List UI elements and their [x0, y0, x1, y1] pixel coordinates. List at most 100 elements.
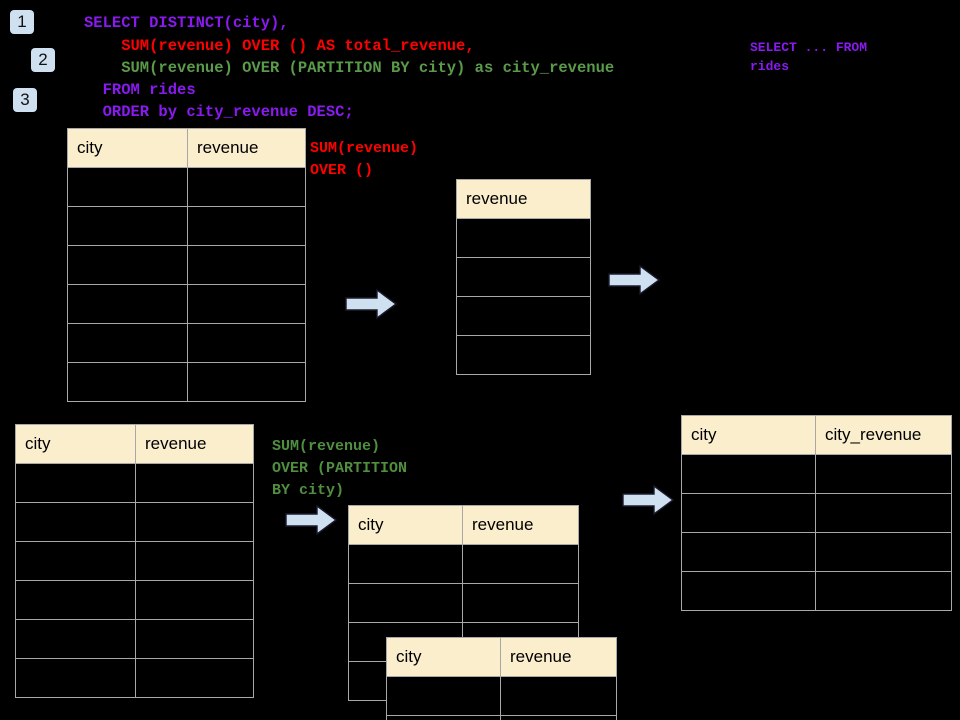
- sql-line-select: SELECT DISTINCT(city),: [84, 14, 289, 32]
- cell-city: [386, 715, 501, 720]
- cell-city: [15, 580, 136, 620]
- cell-city: [15, 658, 136, 698]
- cell-city: [681, 493, 816, 533]
- column-header-revenue: revenue: [135, 424, 254, 464]
- cell-city: [67, 362, 188, 402]
- cell-city: [348, 583, 463, 623]
- cell-city-revenue: [815, 454, 952, 494]
- table-row: [67, 245, 306, 285]
- cell-revenue: [135, 463, 254, 503]
- cell-revenue: [187, 323, 306, 363]
- table-row: [386, 715, 617, 720]
- cell-city: [681, 571, 816, 611]
- table-row: [15, 619, 254, 659]
- cell-city: [15, 541, 136, 581]
- cell-revenue: [135, 502, 254, 542]
- column-header-revenue: revenue: [456, 179, 591, 219]
- table-header-row: city revenue: [348, 505, 579, 545]
- table-row: [15, 658, 254, 698]
- cell-city: [67, 323, 188, 363]
- table-header-row: city revenue: [15, 424, 254, 464]
- annotation-base-select: SELECT ... FROM rides: [750, 40, 868, 74]
- table-row: [67, 284, 306, 324]
- cell-revenue: [187, 206, 306, 246]
- column-header-city: city: [386, 637, 501, 677]
- column-header-city: city: [67, 128, 188, 168]
- cell-city: [67, 167, 188, 207]
- cell-city-revenue: [815, 571, 952, 611]
- step-badge-1: 1: [10, 10, 34, 34]
- table-row: [15, 541, 254, 581]
- table-total-revenue: revenue: [456, 179, 591, 375]
- table-source-bottom: city revenue: [15, 424, 254, 698]
- cell-city: [67, 245, 188, 285]
- cell-revenue: [187, 167, 306, 207]
- cell-revenue: [456, 296, 591, 336]
- column-header-revenue: revenue: [500, 637, 617, 677]
- cell-city: [15, 463, 136, 503]
- table-result: city city_revenue: [681, 415, 952, 611]
- cell-revenue: [135, 541, 254, 581]
- cell-city: [681, 532, 816, 572]
- step-badge-2: 2: [31, 48, 55, 72]
- cell-revenue: [500, 715, 617, 720]
- cell-revenue: [462, 544, 579, 584]
- cell-revenue: [135, 580, 254, 620]
- cell-city: [348, 544, 463, 584]
- table-row: [681, 493, 952, 533]
- table-row: [15, 580, 254, 620]
- cell-city: [386, 676, 501, 716]
- table-row: [348, 583, 579, 623]
- cell-revenue: [187, 245, 306, 285]
- cell-city: [681, 454, 816, 494]
- table-row: [67, 167, 306, 207]
- table-row: [15, 463, 254, 503]
- arrow-right-icon: [608, 264, 661, 296]
- cell-revenue: [456, 218, 591, 258]
- cell-revenue: [135, 619, 254, 659]
- cell-city: [15, 619, 136, 659]
- table-row: [681, 571, 952, 611]
- annotation-total-revenue: SUM(revenue) OVER (): [310, 140, 419, 179]
- column-header-revenue: revenue: [462, 505, 579, 545]
- table-header-row: city revenue: [386, 637, 617, 677]
- table-partition-b: city revenue: [386, 637, 617, 720]
- cell-city: [15, 502, 136, 542]
- table-row: [681, 532, 952, 572]
- table-row: [456, 218, 591, 258]
- step-badge-3: 3: [13, 88, 37, 112]
- arrow-right-icon: [285, 504, 338, 536]
- annotation-city-revenue: SUM(revenue) OVER (PARTITION BY city): [272, 438, 408, 499]
- arrow-right-icon: [345, 288, 398, 320]
- table-row: [15, 502, 254, 542]
- cell-revenue: [500, 676, 617, 716]
- table-row: [386, 676, 617, 716]
- sql-line-from: FROM rides: [84, 81, 196, 99]
- cell-city: [67, 206, 188, 246]
- table-row: [681, 454, 952, 494]
- table-row: [456, 335, 591, 375]
- sql-line-order-by: ORDER by city_revenue DESC;: [84, 103, 354, 121]
- table-row: [67, 362, 306, 402]
- table-header-row: city city_revenue: [681, 415, 952, 455]
- cell-revenue: [187, 284, 306, 324]
- column-header-city: city: [348, 505, 463, 545]
- cell-city-revenue: [815, 493, 952, 533]
- sql-line-total-revenue: SUM(revenue) OVER () AS total_revenue,: [84, 37, 475, 55]
- cell-city-revenue: [815, 532, 952, 572]
- table-row: [67, 206, 306, 246]
- cell-revenue: [135, 658, 254, 698]
- cell-city: [67, 284, 188, 324]
- column-header-city: city: [681, 415, 816, 455]
- table-source-top: city revenue: [67, 128, 306, 402]
- cell-revenue: [456, 335, 591, 375]
- column-header-city: city: [15, 424, 136, 464]
- column-header-city-revenue: city_revenue: [815, 415, 952, 455]
- table-row: [456, 257, 591, 297]
- arrow-right-icon: [622, 484, 675, 516]
- table-header-row: revenue: [456, 179, 591, 219]
- cell-revenue: [187, 362, 306, 402]
- sql-line-city-revenue: SUM(revenue) OVER (PARTITION BY city) as…: [84, 59, 615, 77]
- table-row: [456, 296, 591, 336]
